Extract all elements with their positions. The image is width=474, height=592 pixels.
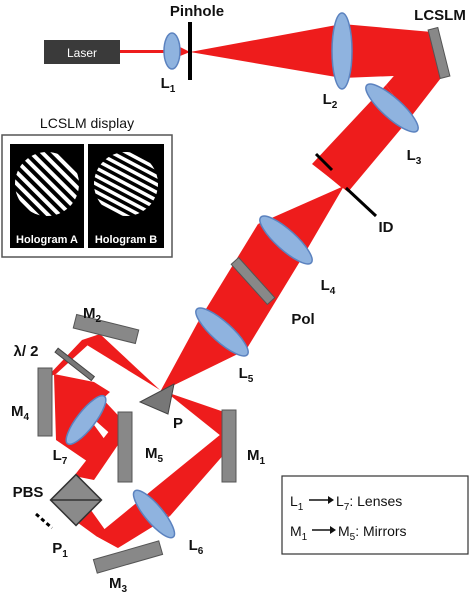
mirror-m1: M1: [221, 409, 266, 483]
hologram-a-pattern: [15, 152, 79, 216]
half-waveplate: λ/ 2: [13, 343, 96, 382]
pol-label: Pol: [291, 311, 314, 328]
lens-l7: L7: [53, 394, 107, 467]
laser-source: Laser: [44, 40, 120, 64]
legend-mirrors-row: M1 M5: Mirrors: [290, 523, 407, 543]
beam-m2-to-m4: [46, 334, 100, 378]
beam-pinhole-to-l2: [190, 24, 342, 78]
lcslm-display-panel: LCSLM display Hologram A Hologram B: [1, 115, 173, 258]
mirror-m5: M5: [117, 411, 164, 483]
lens-l2: L2: [323, 12, 353, 111]
prism: P: [138, 383, 183, 432]
beam-through-id: [318, 162, 350, 188]
lens-l5: L5: [195, 307, 254, 385]
legend-box: L1 L7: Lenses M1 M5: Mirrors: [281, 475, 469, 555]
lcslm-device: LCSLM: [414, 7, 466, 80]
svg-text:M4: M4: [11, 403, 30, 423]
beam-lcslm-to-l3: [386, 32, 444, 118]
hologram-a-caption: Hologram A: [16, 234, 78, 246]
display-panel-title: LCSLM display: [40, 115, 134, 131]
svg-text:L1: L1: [290, 493, 304, 513]
svg-text:M5: Mirrors: M5: Mirrors: [338, 523, 407, 543]
pinhole: Pinhole: [170, 3, 224, 80]
lens-l6: L6: [132, 489, 204, 557]
p-label: P: [173, 415, 183, 432]
mirror-m4: M4: [11, 367, 53, 437]
beam-p-to-m2: [82, 334, 160, 390]
pinhole-label: Pinhole: [170, 3, 224, 20]
beam-l4-to-l5: [198, 224, 302, 350]
svg-text:L6: L6: [189, 537, 204, 557]
svg-text:L5: L5: [239, 365, 254, 385]
lens-l3: L3: [365, 83, 422, 167]
hologram-b-caption: Hologram B: [95, 234, 157, 246]
beam-m5-to-pbs: [74, 430, 124, 480]
beam-m1-to-l6: [140, 430, 226, 516]
legend-lenses-row: L1 L7: Lenses: [290, 493, 402, 513]
svg-text:M3: M3: [109, 575, 128, 592]
svg-text:L3: L3: [407, 147, 422, 167]
hologram-b-pattern: [94, 152, 158, 216]
svg-text:L4: L4: [321, 277, 336, 297]
lens-l4: L4: [259, 215, 336, 297]
beam-laser-to-l1: [120, 50, 172, 53]
svg-text:M2: M2: [83, 305, 102, 325]
svg-text:L1: L1: [161, 75, 176, 95]
polarizing-beam-splitter: PBS: [13, 473, 103, 527]
svg-text:M1: M1: [290, 523, 308, 543]
svg-text:P1: P1: [52, 540, 68, 560]
id-label: ID: [379, 219, 394, 236]
pbs-label: PBS: [13, 484, 44, 501]
svg-text:L2: L2: [323, 91, 338, 111]
svg-text:M5: M5: [145, 445, 164, 465]
svg-text:M1: M1: [247, 447, 266, 467]
mirror-m3: M3: [92, 540, 164, 592]
mirror-m2: M2: [72, 305, 140, 345]
lcslm-label: LCSLM: [414, 7, 466, 24]
laser-label: Laser: [67, 46, 97, 60]
polarizer: Pol: [230, 256, 315, 328]
polarizer-p1: P1: [35, 512, 68, 560]
svg-text:L7: L7: [53, 447, 68, 467]
waveplate-label: λ/ 2: [13, 343, 38, 360]
lens-l1: L1: [161, 32, 181, 95]
beam-p-to-m1: [166, 392, 230, 440]
svg-text:L7: Lenses: L7: Lenses: [336, 493, 402, 513]
iris-diaphragm: ID: [314, 152, 394, 236]
